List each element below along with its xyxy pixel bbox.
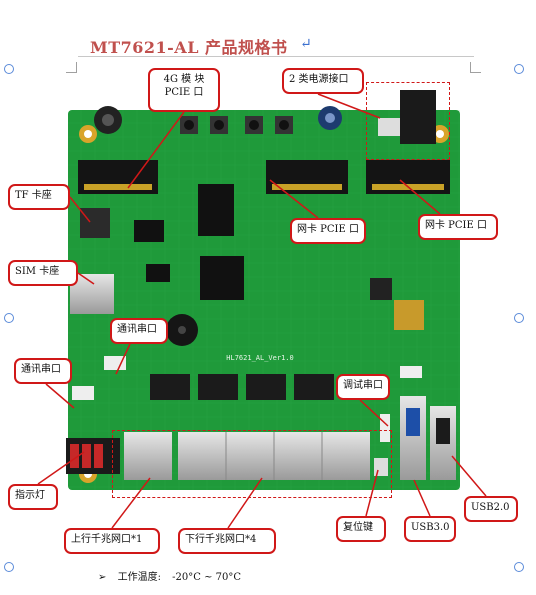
margin-marker-icon [4, 562, 14, 572]
spec-label: 工作温度: [117, 572, 161, 583]
crop-mark [470, 62, 481, 73]
spec-value: -20°C ~ 70°C [172, 572, 242, 583]
power-highlight-box [366, 82, 450, 160]
crop-mark [66, 62, 77, 73]
callout-usb2: USB2.0 [464, 496, 518, 522]
callout-sim-slot: SIM 卡座 [8, 260, 78, 286]
board-silkscreen: HL7621_AL_Ver1.0 [226, 354, 293, 362]
callout-debug-serial: 调试串口 [336, 374, 390, 400]
callout-reset-button: 复位键 [336, 516, 386, 542]
callout-uplink-gigabit-port: 上行千兆网口*1 [64, 528, 160, 554]
callout-downlink-gigabit-ports: 下行千兆网口*4 [178, 528, 276, 554]
page-title: MT7621-AL 产品规格书 [90, 38, 288, 57]
callout-nic-pcie-1: 网卡 PCIE 口 [290, 218, 366, 244]
margin-marker-icon [514, 313, 524, 323]
margin-marker-icon [514, 64, 524, 74]
callout-power-port: 2 类电源接口 [282, 68, 364, 94]
margin-marker-icon [4, 64, 14, 74]
spec-operating-temperature: ➢ 工作温度: -20°C ~ 70°C [98, 568, 241, 583]
callout-comm-serial-left: 通讯串口 [14, 358, 72, 384]
paragraph-mark-icon: ↵ [300, 36, 312, 52]
callout-4g-module-line1: 4G 模 块 [163, 74, 205, 85]
bullet-arrow-icon: ➢ [98, 572, 107, 583]
callout-comm-serial-center: 通讯串口 [110, 318, 168, 344]
callout-nic-pcie-2: 网卡 PCIE 口 [418, 214, 498, 240]
callout-usb3: USB3.0 [404, 516, 456, 542]
callout-tf-slot: TF 卡座 [8, 184, 70, 210]
callout-indicator-led: 指示灯 [8, 484, 58, 510]
callout-4g-module-line2: PCIE 口 [164, 87, 204, 98]
ports-highlight-box [112, 430, 392, 498]
header-rule [78, 56, 474, 57]
margin-marker-icon [4, 313, 14, 323]
margin-marker-icon [514, 562, 524, 572]
callout-4g-module: 4G 模 块 PCIE 口 [148, 68, 220, 112]
